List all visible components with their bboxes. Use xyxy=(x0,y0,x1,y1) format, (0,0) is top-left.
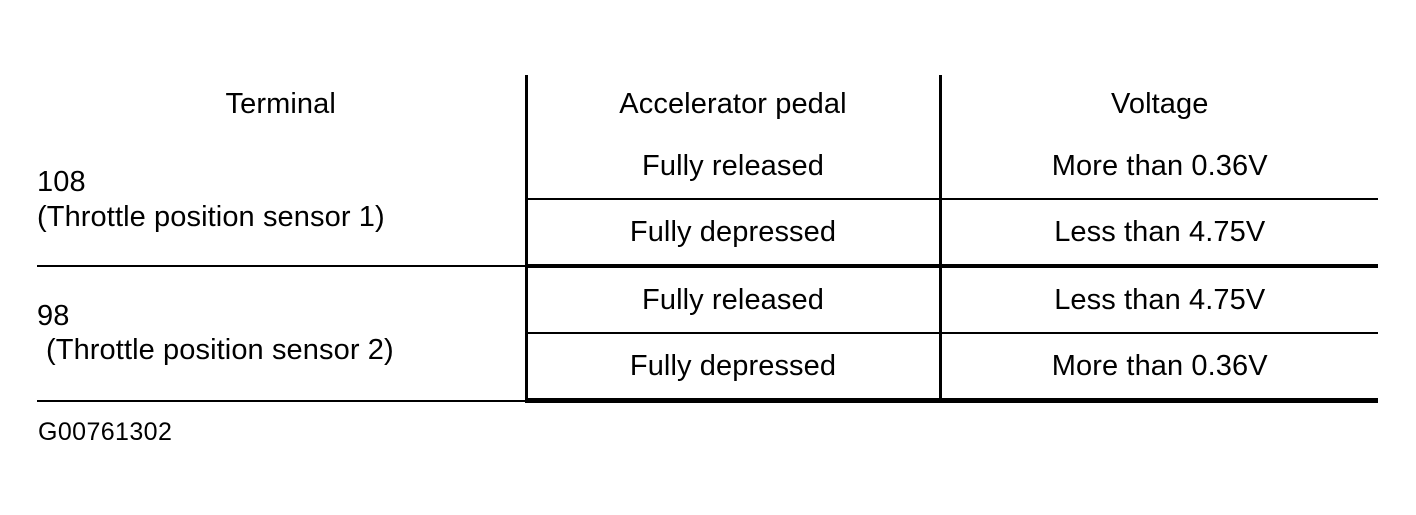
pedal-state-value: Fully released xyxy=(524,266,942,334)
table-row: 98 (Throttle position sensor 2) Fully re… xyxy=(37,266,1378,402)
figure-id-caption: G00761302 xyxy=(38,418,173,446)
table-row: Fully depressed Less than 4.75V xyxy=(37,199,1378,268)
table-body: 108 (Throttle position sensor 1) Fully r… xyxy=(37,134,1378,403)
terminal-number: 98 xyxy=(37,300,70,333)
terminal-cell-group-2: 98 (Throttle position sensor 2) xyxy=(37,266,526,402)
terminal-voltage-table: Terminal Accelerator pedal Voltage 108 (… xyxy=(37,75,1378,403)
terminal-cell-group-1: 108 (Throttle position sensor 1) xyxy=(37,134,526,267)
pedal-state-value: Fully released xyxy=(524,134,942,200)
pedal-state-value: Fully depressed xyxy=(524,333,942,403)
column-header-accelerator-pedal: Accelerator pedal xyxy=(524,75,942,134)
column-header-terminal: Terminal xyxy=(225,88,336,121)
terminal-number: 108 xyxy=(37,166,86,199)
terminal-description: (Throttle position sensor 2) xyxy=(46,334,394,367)
table-header: Terminal Accelerator pedal Voltage xyxy=(37,75,1378,134)
voltage-value: Less than 4.75V xyxy=(940,266,1378,334)
voltage-value: More than 0.36V xyxy=(940,333,1378,403)
table-row: 108 (Throttle position sensor 1) Fully r… xyxy=(37,134,1378,267)
terminal-description: (Throttle position sensor 1) xyxy=(37,200,385,233)
table-header-row: Terminal Accelerator pedal Voltage xyxy=(37,75,1378,134)
column-header-voltage: Voltage xyxy=(1111,88,1209,121)
voltage-value: More than 0.36V xyxy=(940,134,1378,200)
table-row: Fully depressed More than 0.36V xyxy=(37,333,1378,403)
pedal-state-value: Fully depressed xyxy=(524,199,942,268)
voltage-value: Less than 4.75V xyxy=(940,199,1378,268)
